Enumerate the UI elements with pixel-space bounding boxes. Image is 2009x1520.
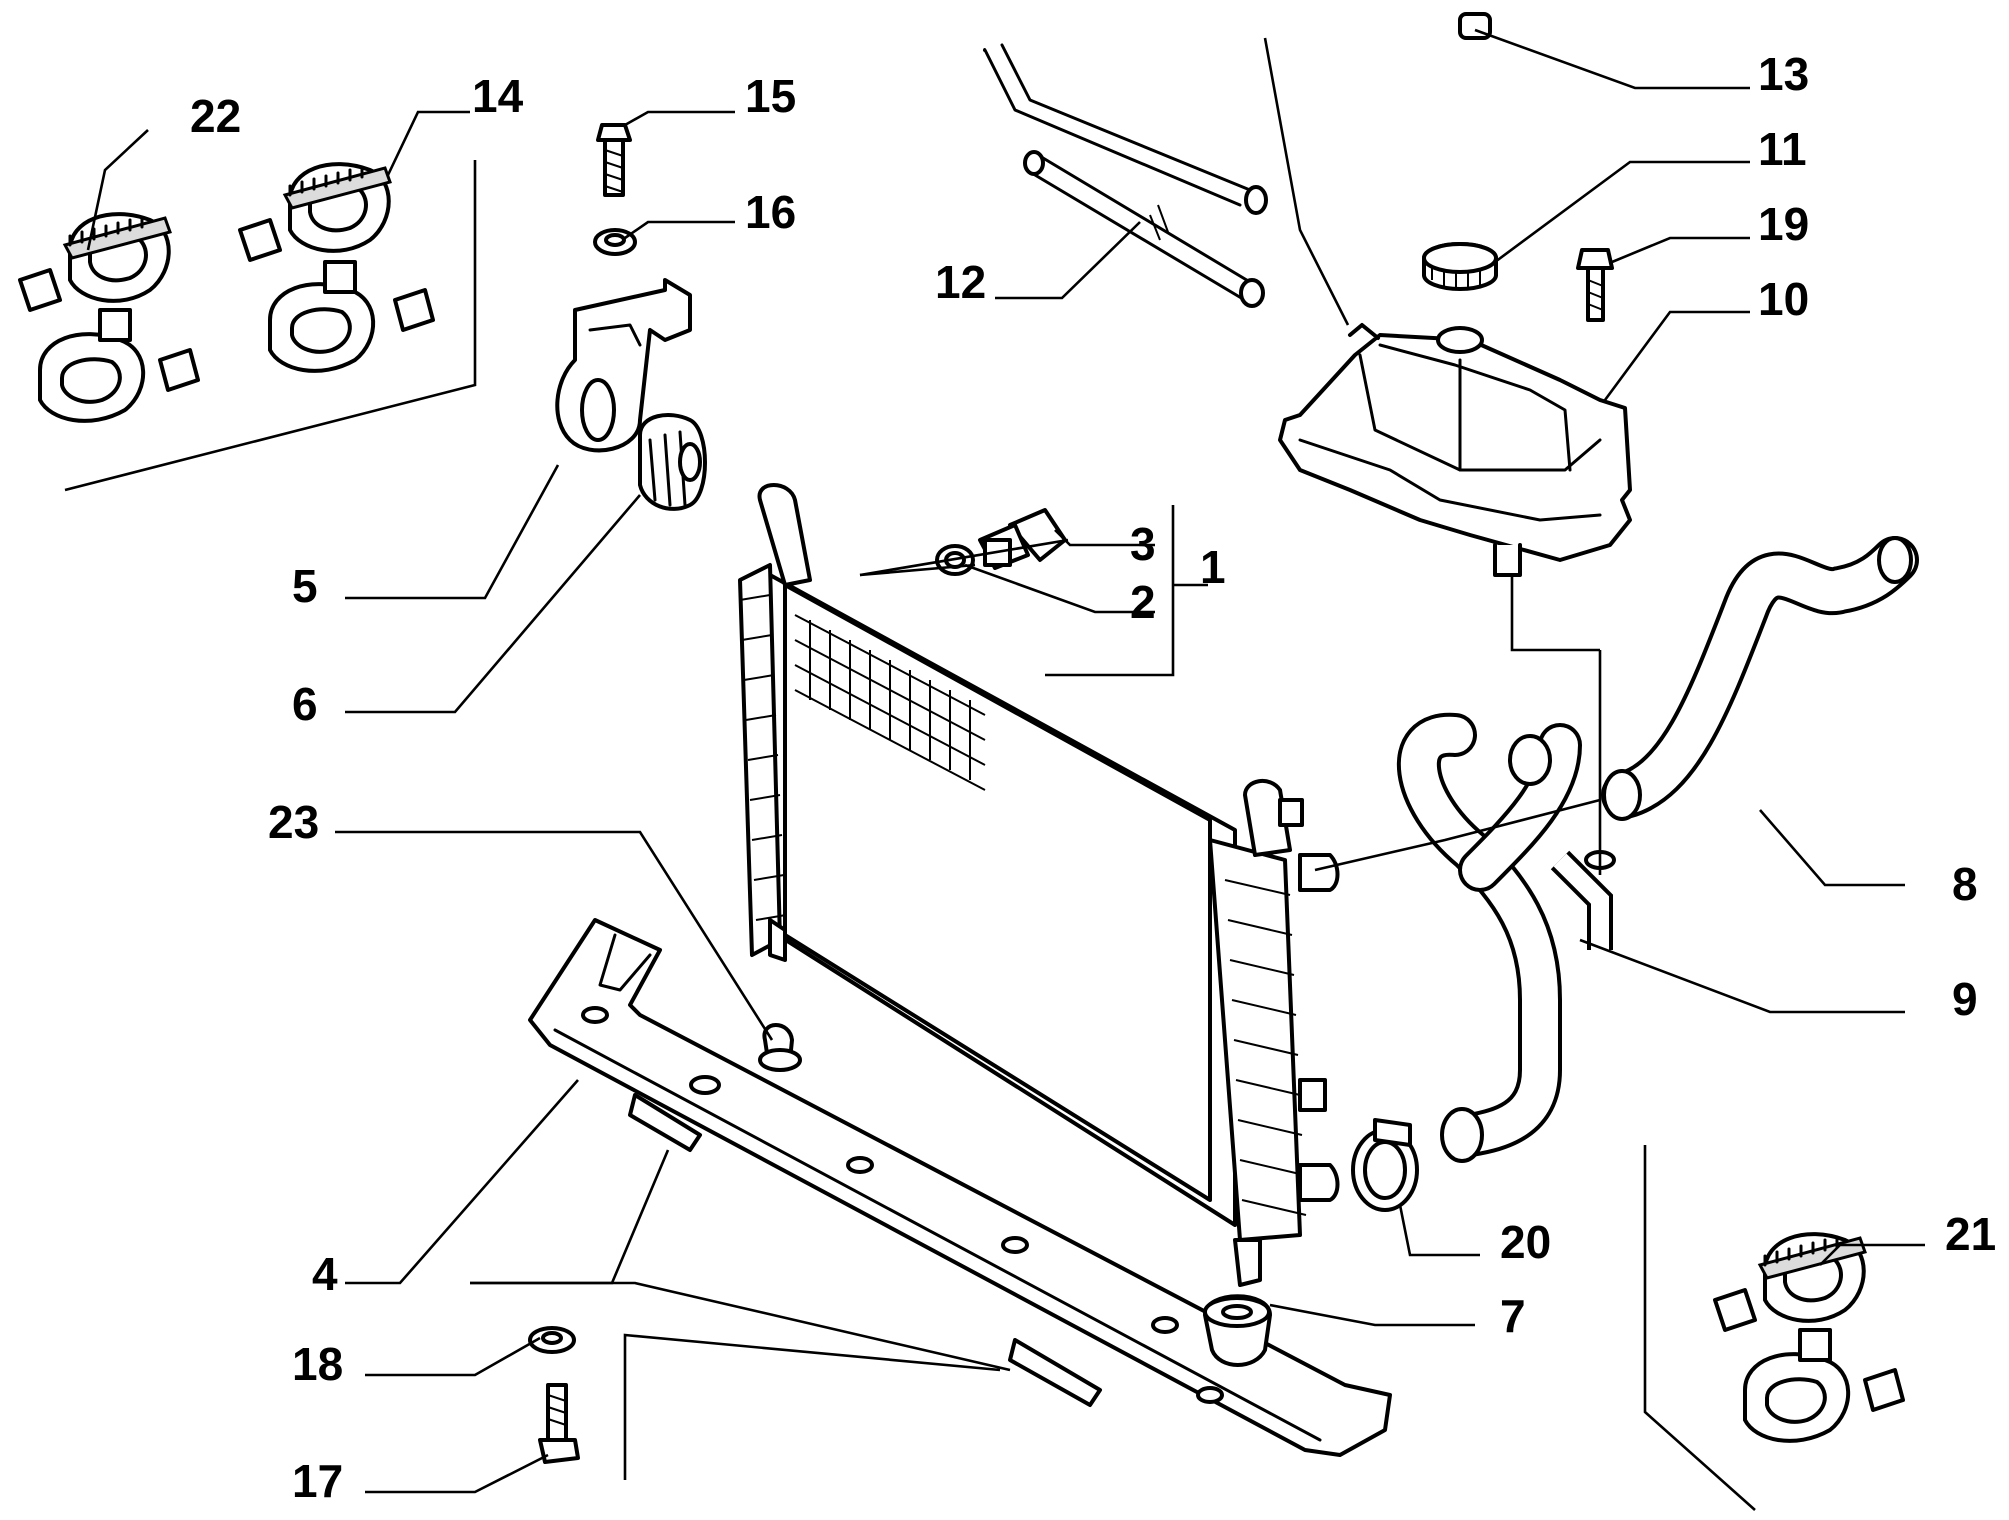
callout-13: 13 — [1758, 48, 1809, 100]
callout-1: 1 — [1200, 541, 1226, 593]
part-1-radiator — [738, 483, 1340, 1287]
part-21-clip — [1713, 1232, 1905, 1443]
callout-19: 19 — [1758, 198, 1809, 250]
callout-8: 8 — [1952, 858, 1978, 910]
callout-18: 18 — [292, 1338, 343, 1390]
callout-6: 6 — [292, 678, 318, 730]
part-10-expansion-tank — [1278, 323, 1632, 577]
callout-22: 22 — [190, 90, 241, 142]
callout-10: 10 — [1758, 273, 1809, 325]
part-5-bracket — [555, 278, 692, 453]
part-9-lower-hose — [1396, 712, 1616, 1163]
part-11-reservoir-cap — [1422, 242, 1498, 291]
callout-20: 20 — [1500, 1216, 1551, 1268]
part-16-washer — [593, 228, 637, 256]
callout-5: 5 — [292, 560, 318, 612]
callout-14: 14 — [472, 70, 524, 122]
callout-9: 9 — [1952, 973, 1978, 1025]
callout-3: 3 — [1130, 518, 1156, 570]
callout-11: 11 — [1758, 123, 1807, 175]
callout-12: 12 — [935, 256, 986, 308]
callout-17: 17 — [292, 1455, 343, 1507]
callout-21: 21 — [1945, 1208, 1996, 1260]
callout-23: 23 — [268, 796, 319, 848]
part-22-clip — [18, 212, 200, 423]
leader-lines — [64, 28, 1925, 1511]
part-17-bolt — [538, 1383, 580, 1464]
part-15-bolt — [596, 123, 632, 197]
callout-labels: 13 11 19 10 12 14 22 15 16 3 1 2 5 6 23 … — [190, 48, 1996, 1507]
callout-16: 16 — [745, 186, 796, 238]
part-20-hose-clamp — [1351, 1118, 1419, 1212]
part-13-overflow-hose — [983, 10, 1492, 215]
part-18-washer — [528, 1326, 576, 1354]
callout-15: 15 — [745, 70, 796, 122]
callout-7: 7 — [1500, 1290, 1526, 1342]
callout-2: 2 — [1130, 576, 1156, 628]
part-6-rubber-mount — [638, 413, 707, 511]
part-8-upper-hose — [1601, 536, 1919, 821]
part-14-clip — [238, 162, 435, 373]
part-19-screw — [1576, 248, 1614, 322]
callout-4: 4 — [312, 1248, 338, 1300]
part-12-short-hose — [1023, 150, 1265, 308]
part-7-grommet — [1203, 1294, 1272, 1367]
part-23-push-clip — [758, 1023, 802, 1072]
part-3-temperature-sensor — [978, 508, 1067, 570]
part-4-lower-crossmember — [528, 918, 1392, 1457]
